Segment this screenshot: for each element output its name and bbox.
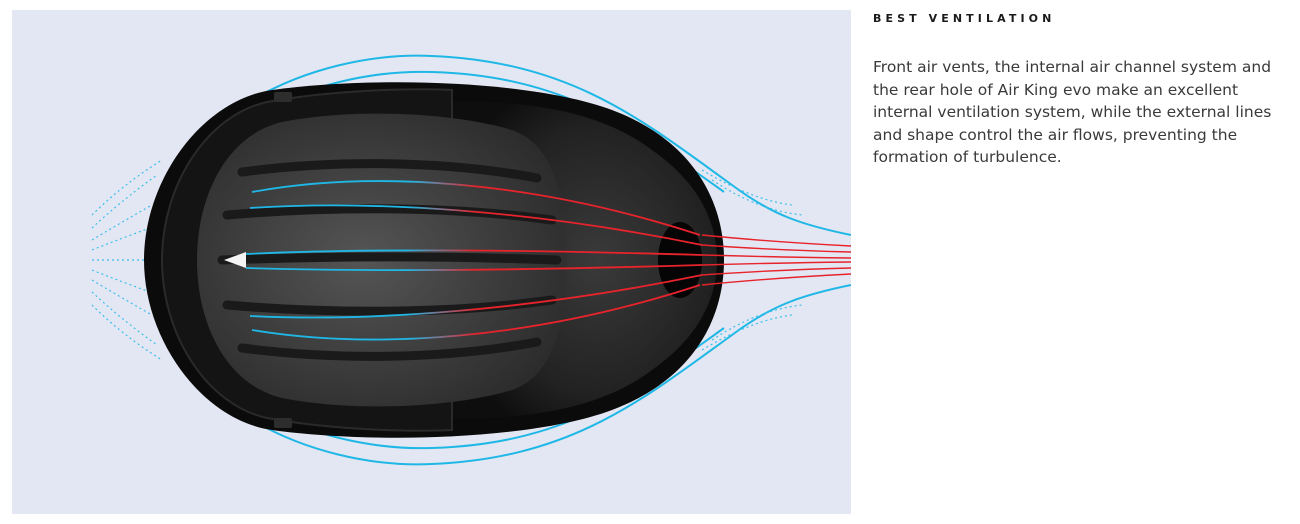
left-strap-clip xyxy=(274,92,292,102)
right-strap-clip xyxy=(274,418,292,428)
helmet-airflow-diagram xyxy=(12,10,851,514)
section-heading: BEST VENTILATION xyxy=(873,12,1283,26)
helmet xyxy=(144,82,724,437)
ventilation-text: BEST VENTILATION Front air vents, the in… xyxy=(873,12,1283,169)
rear-outflow-lines xyxy=(702,235,851,285)
section-paragraph: Front air vents, the internal air channe… xyxy=(873,56,1283,169)
ventilation-illustration xyxy=(12,10,851,514)
